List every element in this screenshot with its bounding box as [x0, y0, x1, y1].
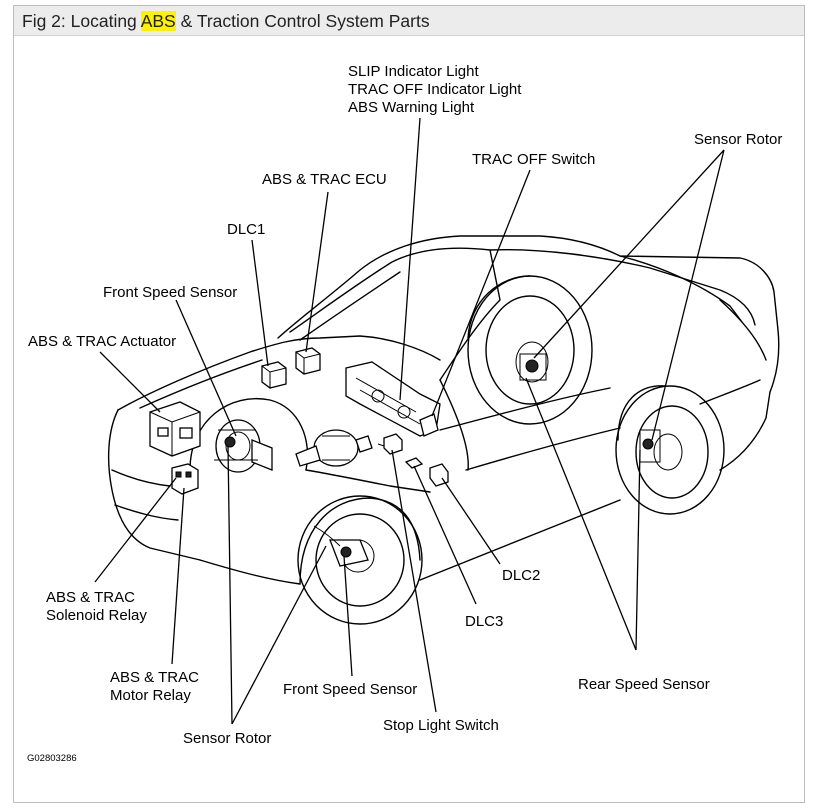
solenoid-relay-part — [171, 463, 199, 495]
label-slip-indicator-light: SLIP Indicator Light — [348, 63, 479, 80]
rear-right-wheel — [467, 275, 593, 425]
label-stop-light-switch: Stop Light Switch — [383, 717, 499, 734]
label-solenoid-relay-line2: Solenoid Relay — [46, 607, 147, 624]
title-suffix: & Traction Control System Parts — [175, 11, 430, 31]
label-trac-off-indicator-light: TRAC OFF Indicator Light — [348, 81, 522, 98]
abs-trac-actuator-part — [149, 401, 201, 457]
label-sensor-rotor-rear: Sensor Rotor — [694, 131, 782, 148]
callout-labels: SLIP Indicator Light TRAC OFF Indicator … — [27, 63, 782, 764]
rear-sensor-rotor-right-icon — [525, 359, 539, 373]
figure-title: Fig 2: Locating ABS & Traction Control S… — [22, 11, 430, 31]
label-dlc3: DLC3 — [465, 613, 503, 630]
label-abs-trac-ecu: ABS & TRAC ECU — [262, 171, 387, 188]
rear-left-wheel — [615, 385, 725, 515]
brake-booster-part — [295, 429, 373, 467]
abs-trac-ecu-part — [295, 347, 321, 375]
stop-light-switch-part — [377, 433, 403, 455]
label-rear-speed-sensor: Rear Speed Sensor — [578, 676, 710, 693]
front-lower-wheel — [297, 495, 423, 625]
front-speed-sensor-icon — [224, 436, 236, 448]
label-dlc1: DLC1 — [227, 221, 265, 238]
label-abs-trac-actuator: ABS & TRAC Actuator — [28, 333, 176, 350]
figure-header: Fig 2: Locating ABS & Traction Control S… — [14, 6, 804, 36]
label-dlc2: DLC2 — [502, 567, 540, 584]
dlc3-part — [404, 457, 424, 469]
instrument-cluster-part — [345, 361, 441, 437]
front-left-hub — [214, 419, 273, 473]
label-motor-relay-line1: ABS & TRAC — [110, 669, 199, 686]
front-sensor-rotor-lower-icon — [340, 546, 352, 558]
label-trac-off-switch: TRAC OFF Switch — [472, 151, 595, 168]
leader-lines — [94, 117, 725, 725]
figure-code: G02803286 — [27, 753, 77, 764]
label-solenoid-relay-line1: ABS & TRAC — [46, 589, 135, 606]
label-abs-warning-light: ABS Warning Light — [348, 99, 475, 116]
rear-sensor-rotor-left-icon — [642, 438, 654, 450]
title-prefix: Fig 2: Locating — [22, 11, 141, 31]
label-front-speed-sensor-bottom: Front Speed Sensor — [283, 681, 417, 698]
label-front-speed-sensor-top: Front Speed Sensor — [103, 284, 237, 301]
label-sensor-rotor-front: Sensor Rotor — [183, 730, 271, 747]
dlc1-part — [261, 361, 287, 389]
label-motor-relay-line2: Motor Relay — [110, 687, 191, 704]
figure-frame: Fig 2: Locating ABS & Traction Control S… — [13, 5, 805, 803]
title-highlight: ABS — [140, 11, 176, 31]
